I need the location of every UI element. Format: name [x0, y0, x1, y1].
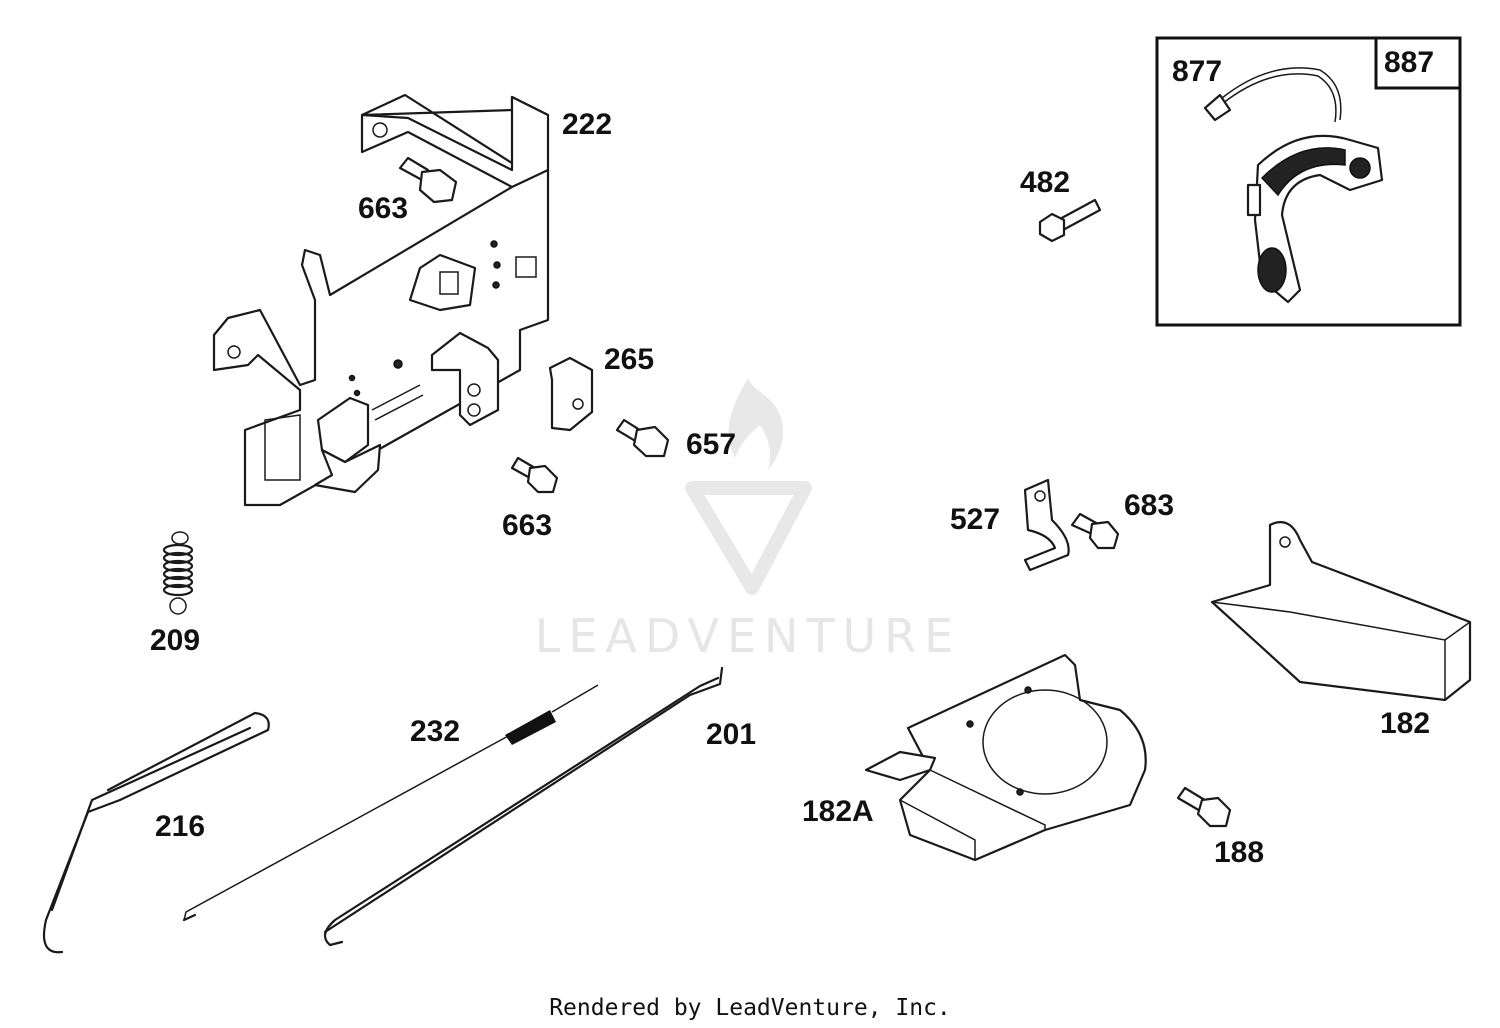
bolt-657-part: [615, 418, 670, 458]
governor-link-232-part: [182, 684, 599, 922]
label-527: 527: [950, 503, 1000, 536]
label-188: 188: [1214, 836, 1264, 869]
footer-credit: Rendered by LeadVenture, Inc.: [549, 995, 951, 1021]
label-182: 182: [1380, 707, 1430, 740]
rod-201-part: [323, 666, 724, 947]
armature-kit-box: [1155, 36, 1462, 327]
bolt-188-part: [1176, 786, 1232, 828]
spring-209-part: [162, 531, 194, 615]
bolt-683-part: [1070, 512, 1120, 550]
label-482: 482: [1020, 166, 1070, 199]
label-887: 887: [1384, 46, 1434, 79]
control-bracket-part: [212, 93, 550, 507]
label-182A: 182A: [802, 795, 874, 828]
label-877: 877: [1172, 55, 1222, 88]
label-232: 232: [410, 715, 460, 748]
watermark-text: LEADVENTURE: [535, 609, 962, 663]
label-265: 265: [604, 343, 654, 376]
clamp-527-part: [1023, 478, 1070, 572]
label-663-lower: 663: [502, 509, 552, 542]
label-683: 683: [1124, 489, 1174, 522]
label-209: 209: [150, 624, 200, 657]
label-201: 201: [706, 718, 756, 751]
bolt-663-lower-part: [510, 456, 559, 494]
clip-265-part: [548, 356, 594, 432]
bolt-663-upper-part: [398, 156, 458, 204]
label-663-upper: 663: [358, 192, 408, 225]
label-216: 216: [155, 810, 205, 843]
label-657: 657: [686, 428, 736, 461]
bolt-482-part: [1038, 198, 1102, 243]
watermark-logo: [685, 378, 812, 595]
baffle-182A-part: [864, 653, 1147, 862]
shield-182-part: [1210, 521, 1472, 702]
label-222: 222: [562, 108, 612, 141]
rod-216-part: [42, 711, 270, 954]
